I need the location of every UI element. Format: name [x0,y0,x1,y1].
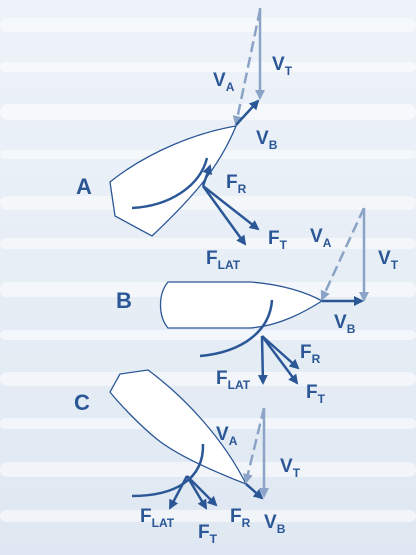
panel-label-c: C [74,390,90,415]
apparent-wind-vector-c [243,407,266,484]
resultant-force-vector-a [201,164,213,187]
panel-label-a: A [76,174,92,199]
lateral-force-vector-a [201,185,247,246]
fr-label-b: FR [300,342,321,366]
hull-a [109,125,238,237]
boat-velocity-vector-a [235,99,260,126]
thrust-force-vector-c [185,475,208,510]
fr-label-c: FR [230,506,251,530]
lateral-force-vector-b [257,335,268,385]
panel-b: B VA VT VB FR FT FLAT [116,207,399,406]
panel-label-b: B [116,288,132,313]
lateral-force-vector-c [168,475,189,510]
resultant-force-vector-c [186,475,218,507]
vb-label-b: VB [334,312,356,336]
va-label-b: VA [310,226,332,250]
hull-c [109,369,248,486]
vt-label-b: VT [378,248,399,272]
va-label-c: VA [216,424,238,448]
ft-label-c: FT [198,522,218,546]
apparent-wind-vector-b [320,207,366,301]
panel-c: C VA VT VB FR FT FLAT [74,369,301,546]
resultant-force-vector-b [261,335,300,370]
sail-b [199,299,274,358]
fr-label-a: FR [226,172,247,196]
va-label-a: VA [213,70,235,94]
thrust-force-vector-b [260,335,299,385]
panel-a: A VA VT VB FR FT FLAT [76,8,293,272]
vt-label-a: VT [272,54,293,78]
thrust-force-vector-a [202,185,260,231]
ft-label-a: FT [268,228,288,252]
vb-label-c: VB [264,512,286,536]
flat-label-c: FLAT [140,506,175,530]
vt-label-c: VT [280,456,301,480]
flat-label-b: FLAT [216,368,251,392]
boat-velocity-vector-c [245,483,264,500]
apparent-wind-vector-a [232,9,262,126]
wave-stripes [0,18,416,522]
flat-label-a: FLAT [206,248,241,272]
vb-label-a: VB [256,128,278,152]
ft-label-b: FT [306,382,326,406]
hull-b [159,281,324,329]
